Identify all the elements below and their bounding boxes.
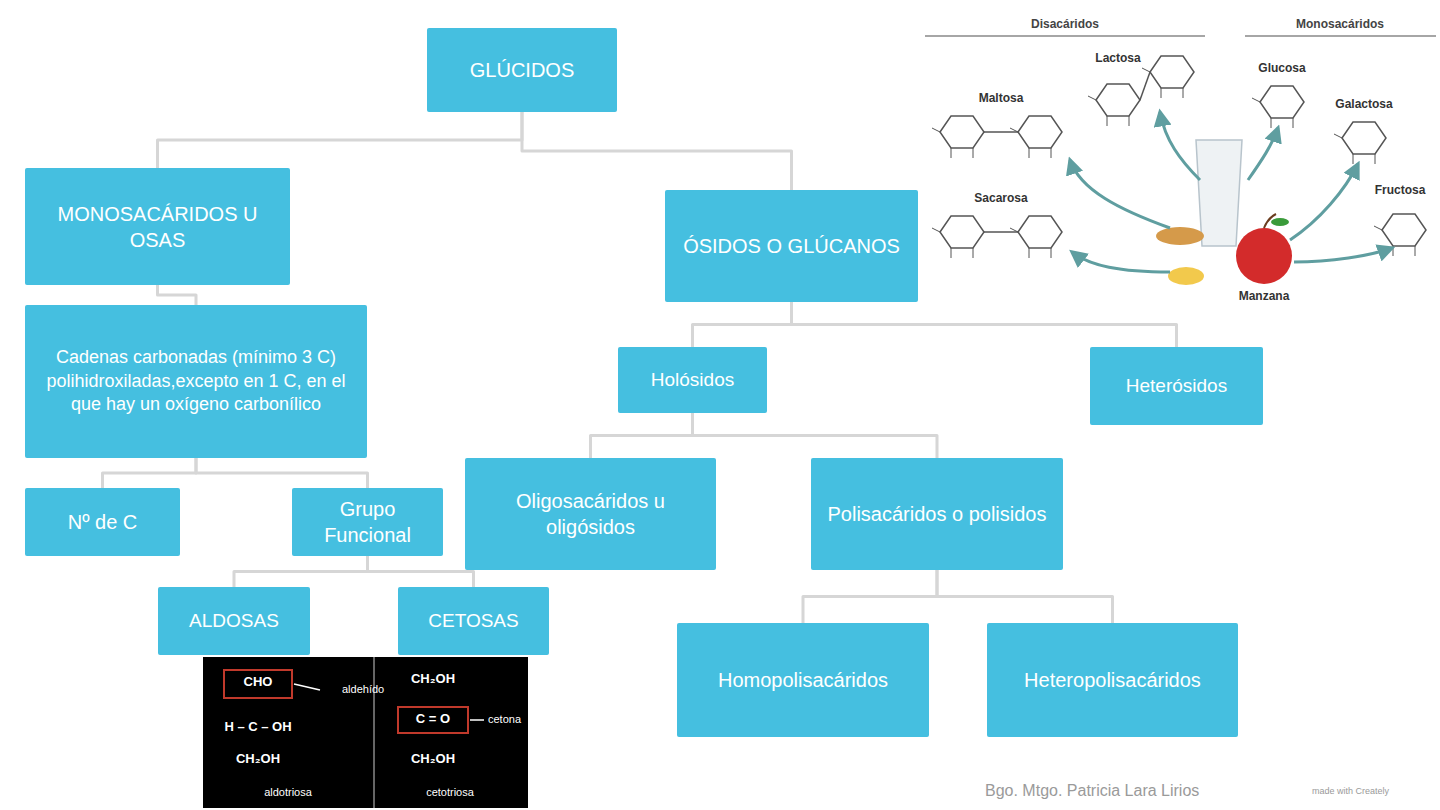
formula-label: cetona [488,713,521,726]
tree-connector [234,556,368,587]
concept-box: GLÚCIDOS [427,28,617,112]
box-text: Homopolisacáridos [718,667,888,693]
concept-box: Holósidos [618,347,767,413]
box-text: ÓSIDOS O GLÚCANOS [683,233,900,259]
concept-box: Heterósidos [1090,347,1263,425]
tree-connector [937,570,1113,623]
concept-box: Homopolisacáridos [677,623,929,737]
illustration-label: Disacáridos [1031,18,1099,32]
formula-label: CH₂OH [236,752,280,767]
box-text: Nº de C [68,509,138,535]
box-text: Holósidos [651,368,734,393]
concept-box: Heteropolisacáridos [987,623,1238,737]
tree-connector [693,413,938,458]
tree-connector [368,556,474,587]
box-text: ALDOSAS [189,609,279,634]
tree-connector [792,302,1177,347]
concept-box: Cadenas carbonadas (mínimo 3 C) polihidr… [25,305,367,458]
credit-note: made with Creately [1312,786,1389,796]
formula-label: CH₂OH [411,752,455,767]
formula-label: cetotriosa [426,786,474,799]
formula-label: H – C – OH [224,720,291,735]
credit-note: Bgo. Mtgo. Patricia Lara Lirios [985,782,1199,800]
tree-connector [158,112,523,168]
illustration-label: Galactosa [1335,98,1392,112]
tree-connector [522,112,792,190]
concept-box: ALDOSAS [158,587,310,655]
illustration-label: Manzana [1239,290,1290,304]
concept-box: Grupo Funcional [292,488,443,556]
box-text: Heterósidos [1126,374,1227,399]
illustration-label: Fructosa [1375,184,1426,198]
illustration-label: Maltosa [979,92,1024,106]
illustration-label: Lactosa [1095,52,1140,66]
formula-label: aldotriosa [264,786,312,799]
tree-connector [591,413,693,458]
box-text: MONOSACÁRIDOS U OSAS [37,201,278,253]
box-text: Cadenas carbonadas (mínimo 3 C) polihidr… [37,346,355,416]
formula-label: CH₂OH [411,672,455,687]
box-text: Oligosacáridos u oligósidos [477,488,704,540]
illustration-label: Monosacáridos [1296,18,1384,32]
formula-label: CHO [244,675,273,690]
tree-connector [693,302,792,347]
box-text: GLÚCIDOS [470,57,574,83]
formula-label: aldehído [342,683,384,696]
concept-box: Nº de C [25,488,180,556]
tree-connector [158,285,197,305]
concept-box: Polisacáridos o polisidos [811,458,1063,570]
box-text: Grupo Funcional [304,496,431,548]
tree-connector [103,458,197,488]
concept-box: CETOSAS [398,587,549,655]
formula-label: C = O [416,712,450,727]
tree-connector [196,458,368,488]
concept-box: MONOSACÁRIDOS U OSAS [25,168,290,285]
box-text: Polisacáridos o polisidos [827,501,1046,527]
box-text: CETOSAS [428,609,518,634]
illustration-label: Glucosa [1258,62,1305,76]
tree-connector [803,570,937,623]
illustration-label: Sacarosa [974,192,1027,206]
concept-box: ÓSIDOS O GLÚCANOS [665,190,918,302]
box-text: Heteropolisacáridos [1024,667,1201,693]
concept-box: Oligosacáridos u oligósidos [465,458,716,570]
